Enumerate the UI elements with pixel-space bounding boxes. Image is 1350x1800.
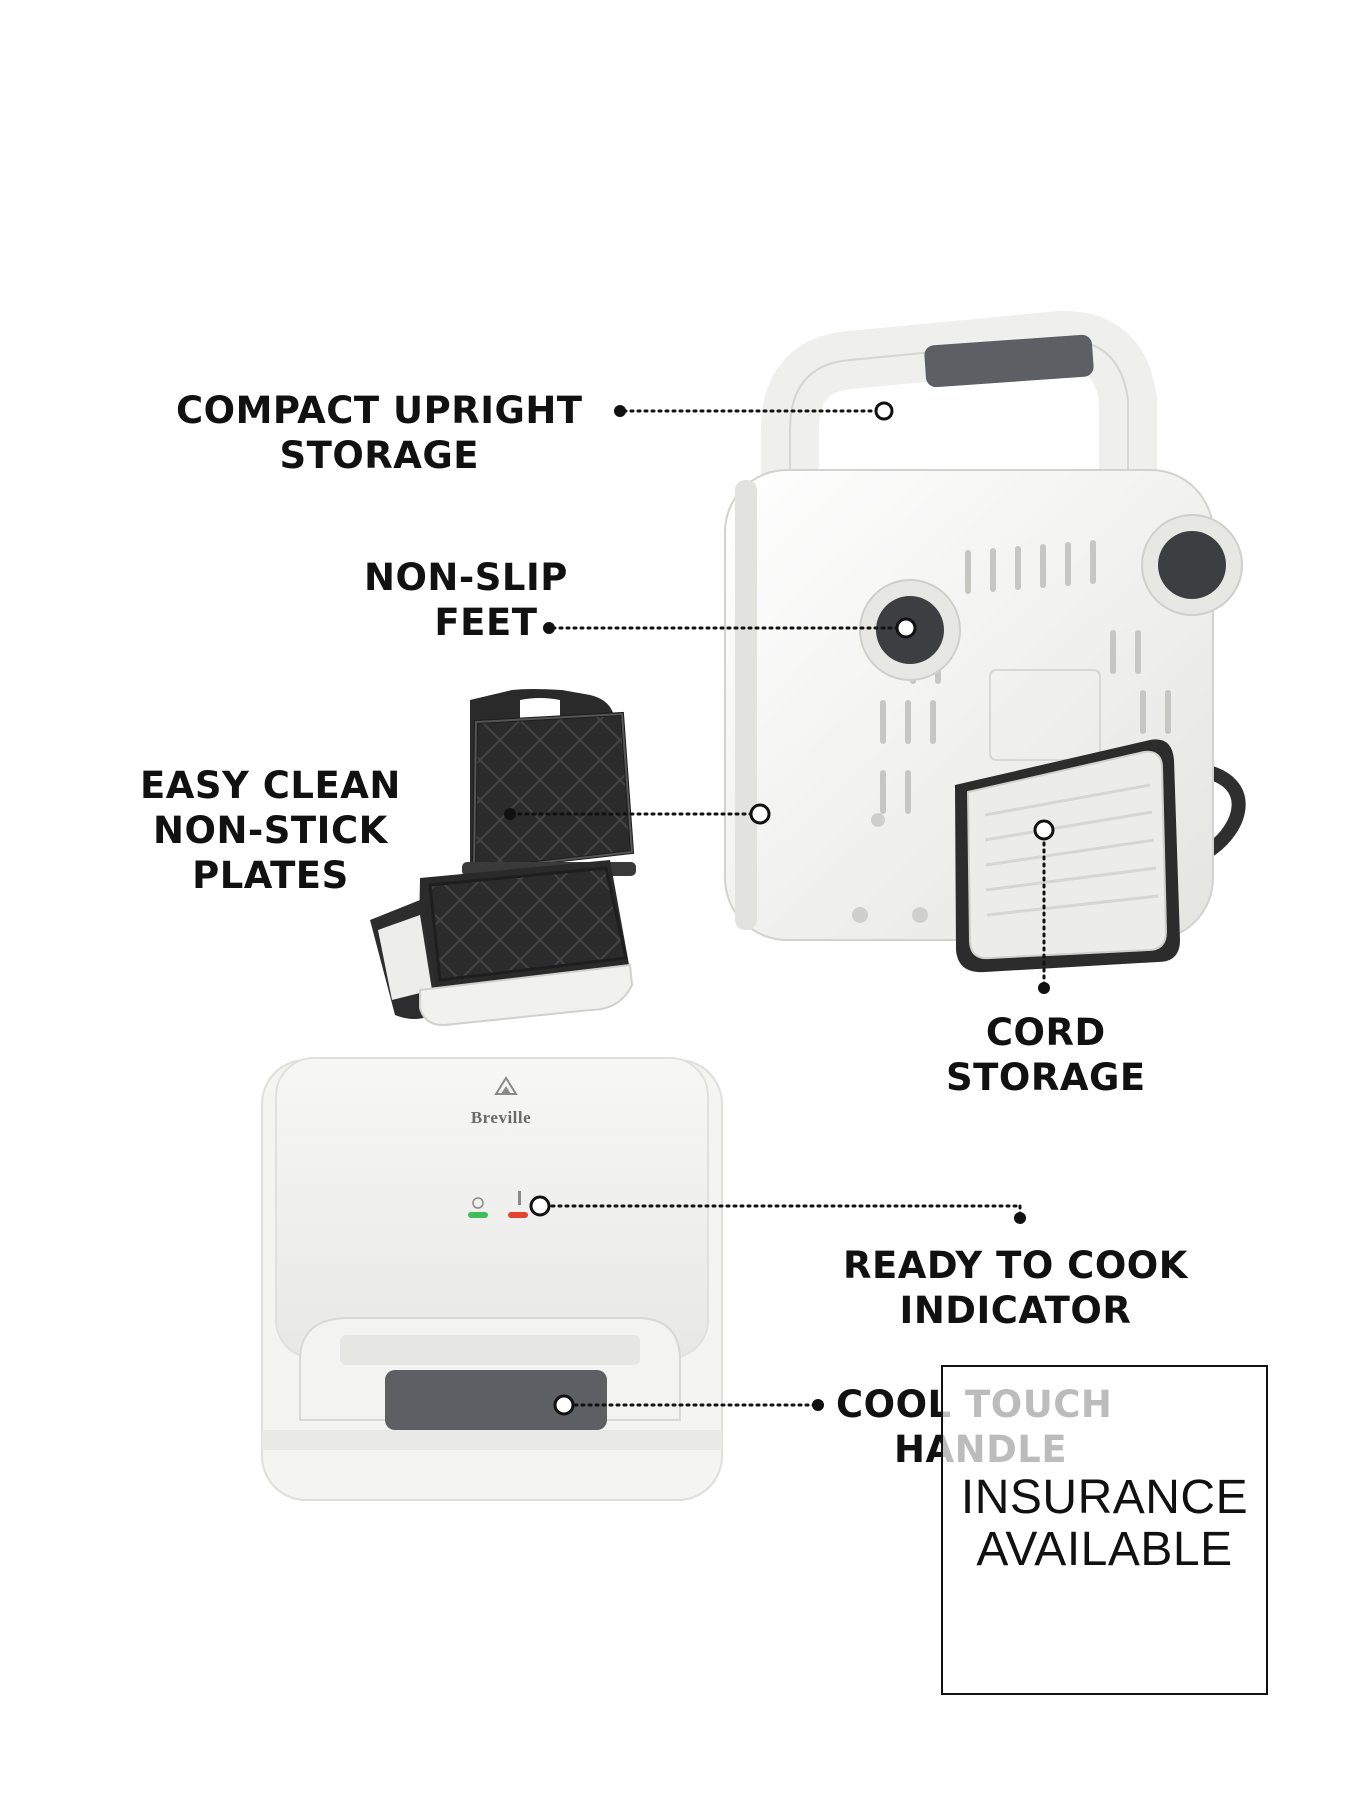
non-slip-foot-right	[1141, 514, 1243, 616]
callout-easy-clean-plates: EASY CLEAN NON-STICK PLATES	[140, 764, 401, 897]
closed-appliance	[261, 1057, 723, 1501]
upright-appliance	[724, 310, 1246, 973]
insurance-available-badge[interactable]: INSURANCE AVAILABLE	[941, 1365, 1268, 1695]
ready-indicator-lights	[468, 1191, 528, 1218]
callout-non-slip-feet: NON-SLIP FEET	[364, 556, 568, 644]
cool-touch-handle-grip	[385, 1370, 607, 1430]
badge-text: INSURANCE AVAILABLE	[960, 1471, 1249, 1576]
callout-compact-upright-storage: COMPACT UPRIGHT STORAGE	[176, 389, 583, 477]
handle-grip	[924, 334, 1094, 388]
brand-logo-text: Breville	[470, 1108, 532, 1127]
cord-storage-clip	[955, 739, 1180, 973]
callout-ready-to-cook-indicator: READY TO COOK INDICATOR	[843, 1244, 1188, 1332]
callout-cord-storage: CORD STORAGE	[946, 1011, 1146, 1099]
open-appliance	[370, 689, 636, 1027]
callout-leaders	[510, 409, 1046, 1407]
